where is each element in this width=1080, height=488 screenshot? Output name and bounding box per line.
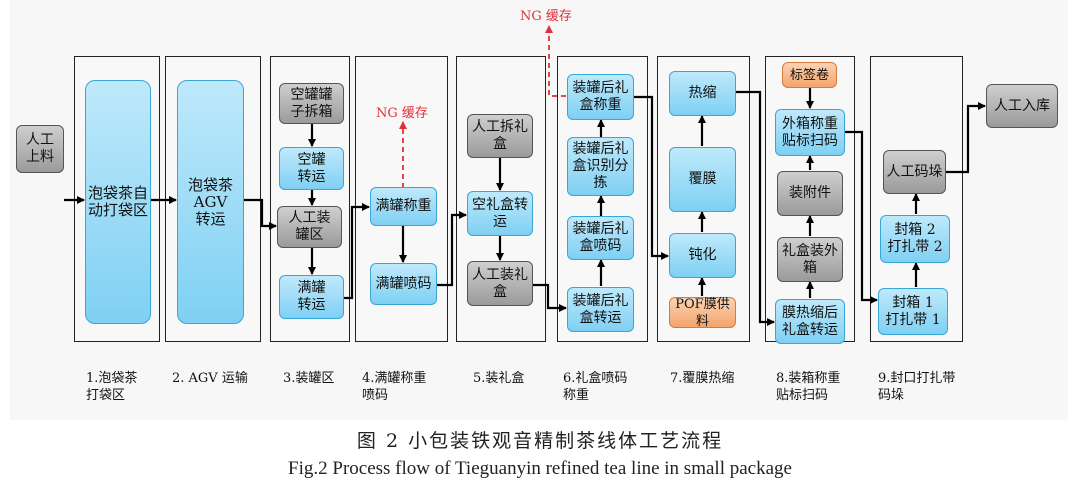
ng-cache-label: NG 缓存 bbox=[376, 106, 428, 121]
full-can-weigh-node: 满罐称重 bbox=[370, 187, 437, 226]
seal1-node: 封箱 1 打扎带 1 bbox=[878, 288, 948, 335]
box-sort-node: 装罐后礼 盒识别分 拣 bbox=[567, 137, 634, 196]
stage-label: 7.覆膜热缩 bbox=[670, 371, 735, 386]
manual-box-pack-node: 人工装礼 盒 bbox=[467, 261, 533, 306]
stage-label: 3.装罐区 bbox=[283, 371, 335, 386]
full-can-transfer-node: 满罐 转运 bbox=[279, 275, 344, 319]
manual-stack-node: 人工码垛 bbox=[883, 150, 946, 194]
manual-load-node: 人工 上料 bbox=[16, 125, 64, 173]
manual-storage-node: 人工入库 bbox=[986, 84, 1058, 128]
ng-cache-label: NG 缓存 bbox=[520, 9, 572, 24]
empty-box-transfer-node: 空礼盒转 运 bbox=[467, 191, 533, 236]
stage-label: 4.满罐称重 喷码 bbox=[362, 371, 427, 403]
figure-caption-en: Fig.2 Process flow of Tieguanyin refined… bbox=[288, 458, 792, 479]
seal2-node: 封箱 2 打扎带 2 bbox=[880, 215, 950, 263]
manual-unpack-box-node: 人工拆礼 盒 bbox=[467, 114, 533, 158]
box-code-node: 装罐后礼 盒喷码 bbox=[567, 216, 634, 260]
stage-label: 5.装礼盒 bbox=[473, 371, 525, 386]
figure-caption-cn: 图 2 小包装铁观音精制茶线体工艺流程 bbox=[356, 430, 724, 452]
film-node: 覆膜 bbox=[669, 147, 736, 212]
attach-node: 装附件 bbox=[777, 171, 843, 216]
label-roll-node: 标签卷 bbox=[782, 62, 837, 88]
stage-label: 2. AGV 运输 bbox=[172, 371, 248, 386]
manual-canning-node: 人工装 罐区 bbox=[277, 206, 342, 248]
stage-label: 1.泡袋茶 打袋区 bbox=[86, 371, 138, 403]
full-can-code-node: 满罐喷码 bbox=[370, 263, 437, 305]
empty-can-transfer-node: 空罐 转运 bbox=[279, 147, 344, 190]
pof-supply-node: POF膜供料 bbox=[669, 297, 736, 329]
stage-label: 8.装箱称重 贴标扫码 bbox=[776, 371, 841, 403]
case-weigh-label-node: 外箱称重 贴标扫码 bbox=[775, 109, 845, 156]
bag-area-node: 泡袋茶自 动打袋区 bbox=[85, 80, 151, 324]
shrink-node: 热缩 bbox=[669, 71, 736, 116]
empty-can-unbox-node: 空罐罐 子拆箱 bbox=[279, 83, 344, 124]
agv-transfer-node: 泡袋茶AGV 转运 bbox=[177, 80, 244, 324]
film-box-transfer-node: 膜热缩后 礼盒转运 bbox=[775, 299, 845, 344]
box-transfer-node: 装罐后礼 盒转运 bbox=[567, 287, 634, 332]
stage-label: 6.礼盒喷码 称重 bbox=[563, 371, 628, 403]
box-case-pack-node: 礼盒装外 箱 bbox=[777, 237, 843, 282]
stage-label: 9.封口打扎带 码垛 bbox=[878, 371, 956, 403]
passivate-node: 钝化 bbox=[669, 233, 736, 278]
box-weigh-node: 装罐后礼 盒称重 bbox=[567, 74, 634, 120]
